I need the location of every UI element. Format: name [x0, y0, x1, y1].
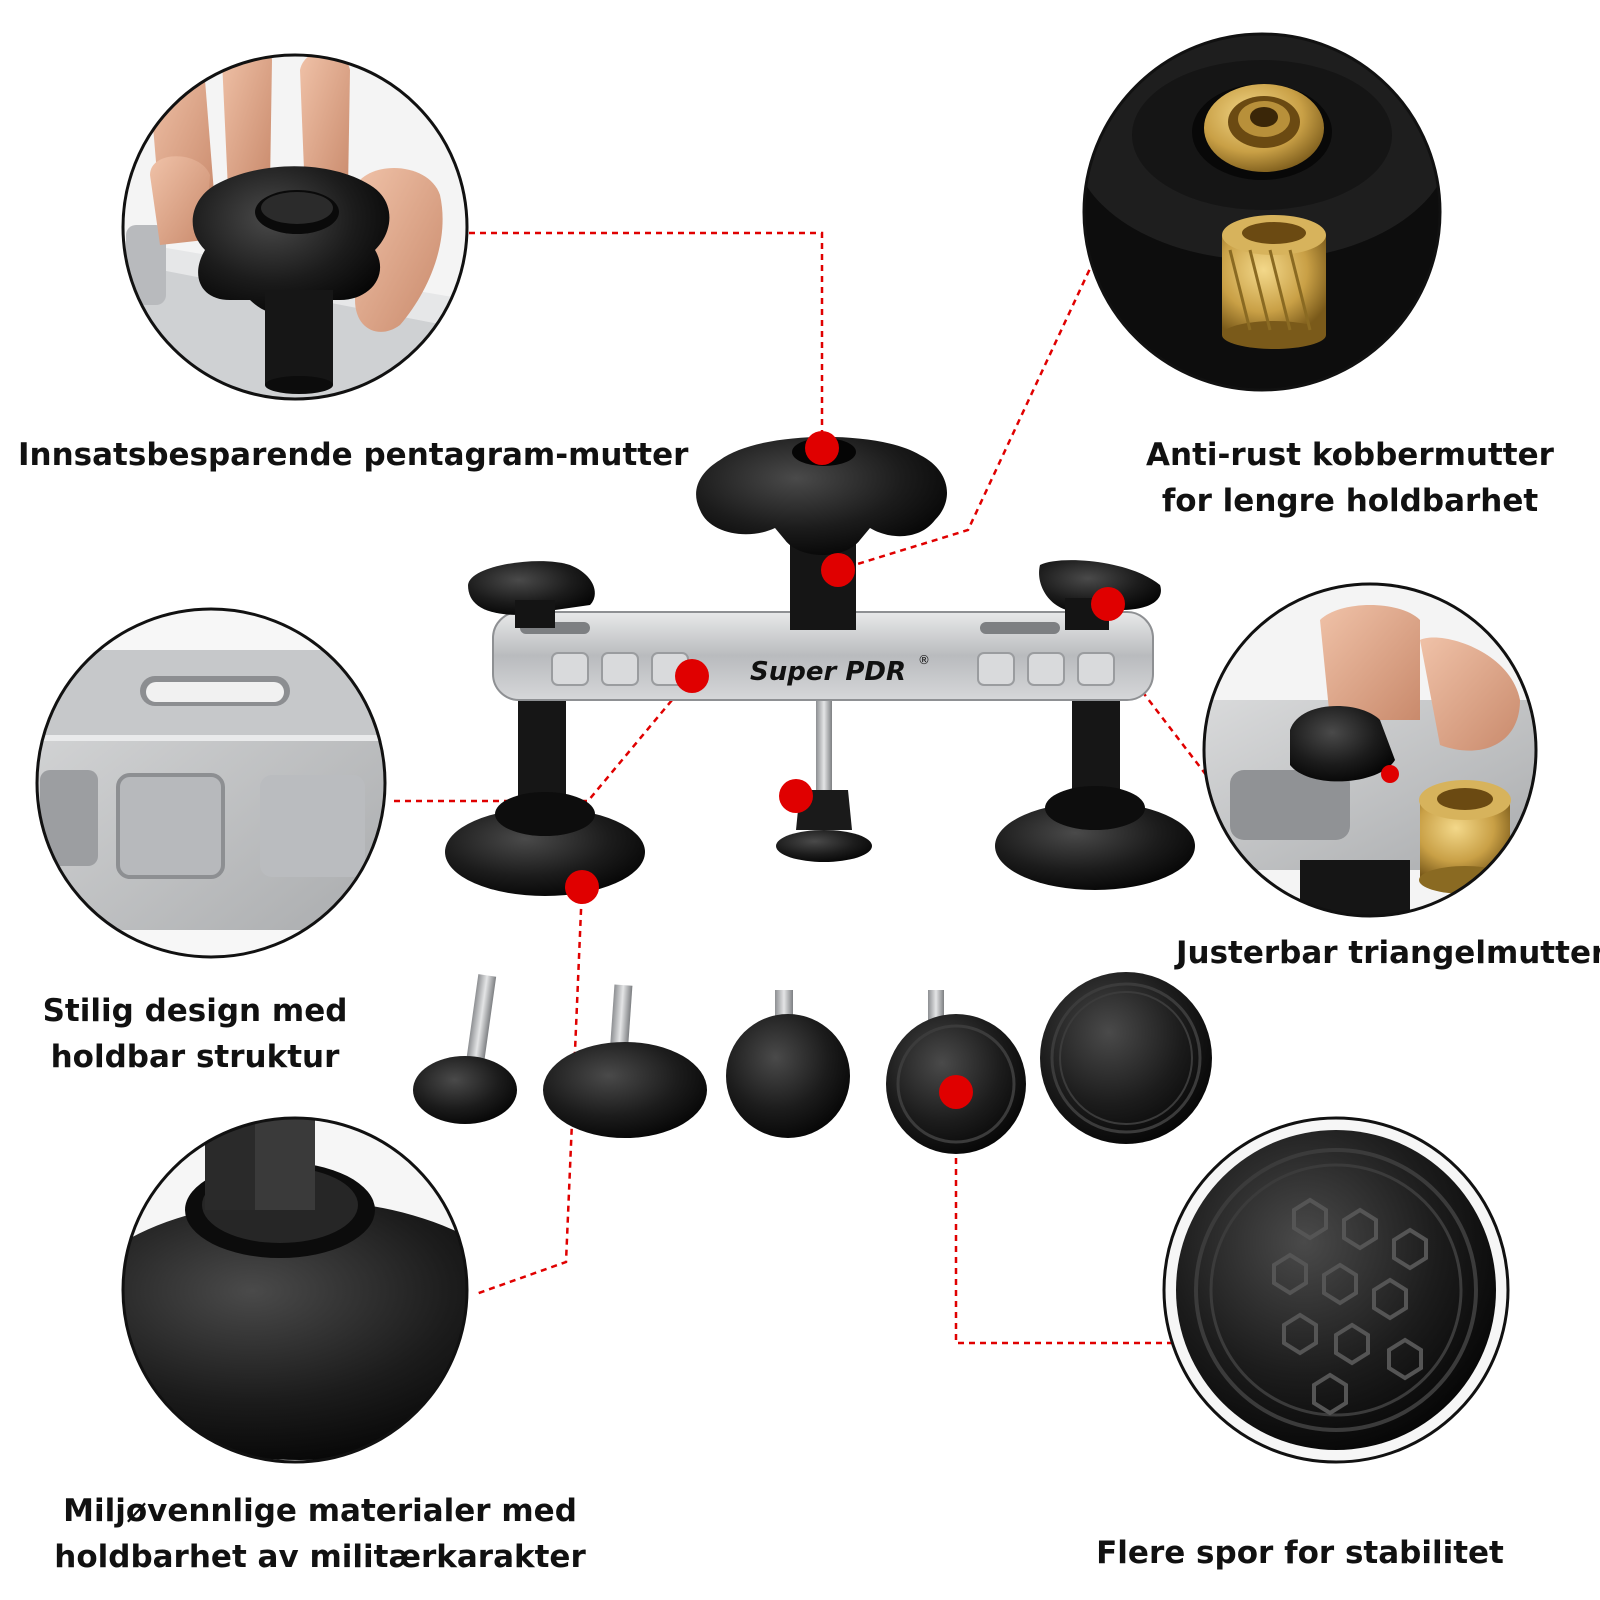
bar-logo: Super PDR	[750, 657, 906, 687]
glue-tab-oval	[543, 1042, 707, 1138]
left-triangle-nut	[468, 561, 595, 615]
caption-materials: Miljøvennlige materialer med holdbarhet …	[40, 1488, 600, 1580]
detail-frame	[35, 607, 387, 959]
detail-triangle-nut	[1204, 584, 1536, 916]
caption-triangle-nut-text: Justerbar triangelmutter	[1176, 935, 1600, 971]
glue-tab-small	[413, 1056, 517, 1124]
caption-copper-nut-line2: for lengre holdbarhet	[1161, 483, 1539, 519]
detail-frame	[121, 1116, 469, 1464]
detail-frame	[1202, 582, 1538, 918]
caption-stylish-design-line1: Stilig design med	[42, 993, 348, 1029]
caption-pentagram-nut: Innsatsbesparende pentagram-mutter	[18, 432, 688, 478]
glue-tab-round-medium	[726, 1014, 850, 1138]
detail-rubber-foot	[123, 1118, 467, 1462]
detail-glue-pad	[1164, 1118, 1508, 1462]
caption-copper-nut: Anti-rust kobbermutter for lengre holdba…	[1140, 432, 1560, 524]
registered-mark: ®	[918, 653, 930, 667]
marker-dots	[565, 431, 1399, 1109]
detail-frame	[1162, 1116, 1510, 1464]
caption-pentagram-nut-text: Innsatsbesparende pentagram-mutter	[18, 437, 689, 473]
glue-tab-round-xlarge	[1040, 972, 1212, 1144]
detail-pentagram-nut	[123, 55, 467, 399]
caption-stylish-design-line2: holdbar struktur	[50, 1039, 340, 1075]
right-foot	[995, 802, 1195, 890]
detail-copper-nut	[1084, 34, 1440, 390]
caption-triangle-nut: Justerbar triangelmutter	[1176, 930, 1600, 976]
caption-stylish-design: Stilig design med holdbar struktur	[40, 988, 350, 1080]
caption-grooves: Flere spor for stabilitet	[1090, 1530, 1510, 1576]
detail-aluminium-bar	[37, 609, 385, 957]
center-foot	[776, 830, 872, 862]
caption-materials-line1: Miljøvennlige materialer med	[63, 1493, 577, 1529]
detail-frame	[1082, 32, 1442, 392]
caption-copper-nut-line1: Anti-rust kobbermutter	[1146, 437, 1554, 473]
caption-materials-line2: holdbarhet av militærkarakter	[54, 1539, 586, 1575]
center-screw	[816, 690, 832, 800]
dent-puller-tool	[445, 436, 1195, 896]
pentagram-nut	[696, 436, 947, 555]
detail-frame	[121, 53, 469, 401]
left-foot	[445, 808, 645, 896]
caption-grooves-text: Flere spor for stabilitet	[1096, 1535, 1504, 1571]
glue-tabs	[413, 972, 1212, 1154]
